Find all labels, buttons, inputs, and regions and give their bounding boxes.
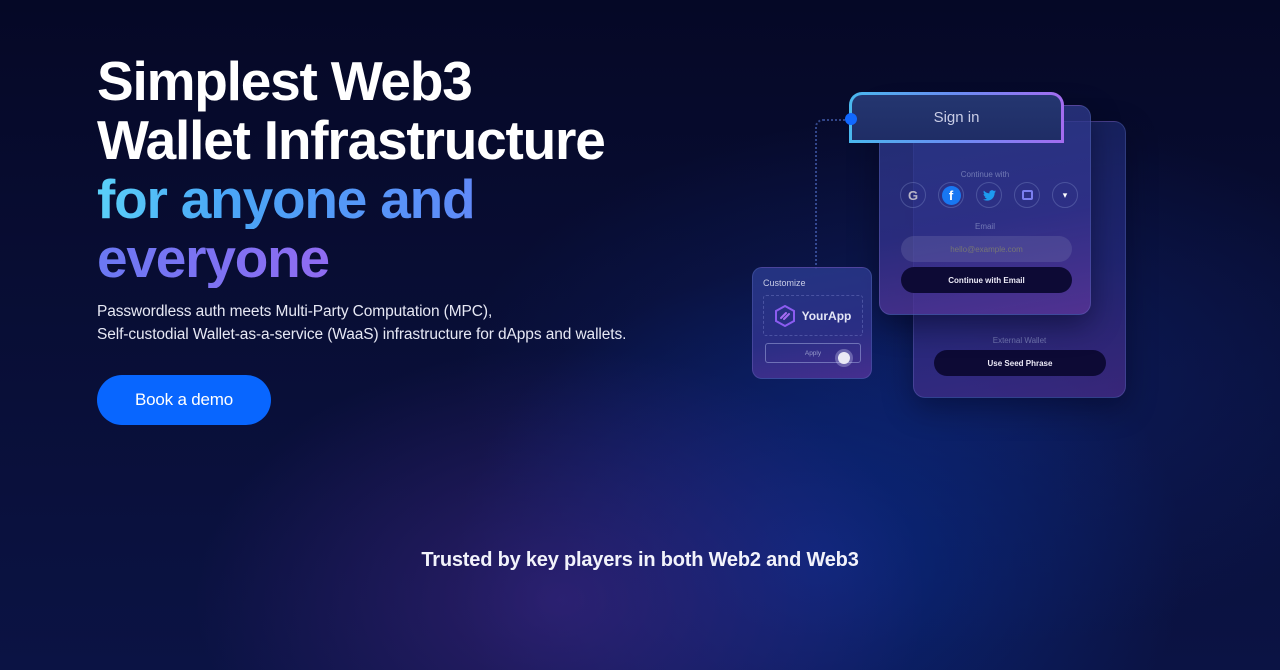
customize-card: Customize YourApp Apply xyxy=(752,267,872,379)
twitter-icon[interactable] xyxy=(976,182,1002,208)
apply-button[interactable]: Apply xyxy=(765,343,861,363)
email-input[interactable] xyxy=(901,236,1072,262)
hero-subtitle-line-1: Passwordless auth meets Multi-Party Comp… xyxy=(97,303,493,320)
customize-title: Customize xyxy=(763,278,806,288)
facebook-icon[interactable]: f xyxy=(938,182,964,208)
connector-line xyxy=(815,119,851,269)
hero-title-line-1: Simplest Web3 xyxy=(97,50,473,112)
signin-title: Sign in xyxy=(933,109,980,126)
continue-with-label: Continue with xyxy=(960,170,1010,179)
hero-title-line-4: everyone xyxy=(97,229,605,288)
app-logo-preview: YourApp xyxy=(763,295,863,336)
continue-with-email-button[interactable]: Continue with Email xyxy=(901,267,1072,293)
google-icon[interactable]: G xyxy=(900,182,926,208)
email-label: Email xyxy=(974,222,995,231)
hero-title-line-3: for anyone and xyxy=(97,170,605,229)
more-options-chevron-down-icon[interactable]: ▾ xyxy=(1052,182,1078,208)
hero-title: Simplest Web3 Wallet Infrastructure for … xyxy=(97,50,606,288)
connector-dot xyxy=(845,113,857,125)
social-login-row: G f ▾ xyxy=(900,182,1078,208)
cursor-indicator xyxy=(838,352,850,364)
hero-subtitle: Passwordless auth meets Multi-Party Comp… xyxy=(97,300,626,346)
app-logo-icon xyxy=(774,304,795,327)
book-demo-button[interactable]: Book a demo xyxy=(97,375,271,425)
hero-subtitle-line-2: Self-custodial Wallet-as-a-service (WaaS… xyxy=(97,326,627,343)
hero-title-line-2: Wallet Infrastructure xyxy=(97,109,606,171)
app-name: YourApp xyxy=(801,308,852,323)
external-wallet-label: External Wallet xyxy=(992,336,1047,345)
trusted-by-heading: Trusted by key players in both Web2 and … xyxy=(421,549,859,571)
use-seed-phrase-button[interactable]: Use Seed Phrase xyxy=(934,350,1106,376)
signin-tab: Sign in xyxy=(850,93,1063,142)
discord-icon[interactable] xyxy=(1014,182,1040,208)
